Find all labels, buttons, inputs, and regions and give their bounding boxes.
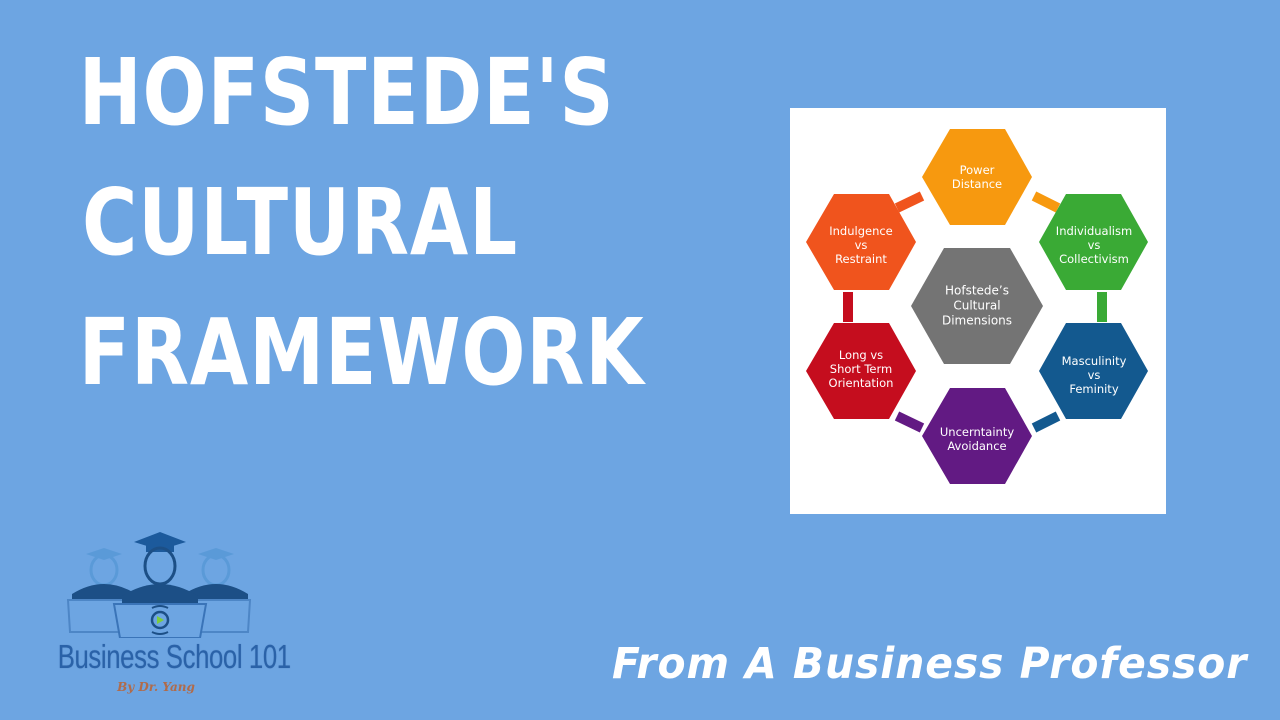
logo-byline: By Dr. Yang xyxy=(117,680,195,694)
video-title: HOFSTEDE'S CULTURAL FRAMEWORK xyxy=(78,28,645,418)
hexagon-masculinity xyxy=(1039,323,1148,419)
label-line: Restraint xyxy=(835,252,887,266)
connector-power-individualism xyxy=(1031,191,1061,213)
label-line: Collectivism xyxy=(1059,252,1129,266)
power-distance-label: Power Distance xyxy=(952,163,1002,191)
connector-indulgence-power xyxy=(894,191,925,213)
center-label-line: Hofstede’s xyxy=(944,283,1009,298)
label-line: vs xyxy=(854,238,868,252)
center-student-icon xyxy=(122,532,198,604)
center-label-line: Cultural xyxy=(953,298,1001,313)
business-school-logo xyxy=(28,528,288,703)
label-line: Orientation xyxy=(828,376,894,390)
hofstede-dimensions-diagram: Hofstede’s Cultural Dimensions Power Dis… xyxy=(790,108,1166,514)
label-line: Distance xyxy=(951,177,1003,191)
center-label-line: Dimensions xyxy=(941,313,1013,328)
label-line: Uncerntainty xyxy=(939,425,1015,439)
students-graduation-laptop-icon xyxy=(66,532,252,639)
hexagon-uncertainty xyxy=(922,388,1032,484)
left-student-icon xyxy=(86,548,122,587)
label-line: vs xyxy=(1087,238,1101,252)
hexagon-diagram-graphic xyxy=(806,129,1148,484)
masculinity-label: Masculinity vs Feminity xyxy=(1062,354,1127,396)
label-line: Long vs xyxy=(838,348,884,362)
hexagon-individualism xyxy=(1039,194,1148,290)
label-line: Masculinity xyxy=(1061,354,1127,368)
label-line: Indulgence xyxy=(829,224,893,238)
title-line-2: CULTURAL xyxy=(81,169,519,276)
individualism-label: Individualism vs Collectivism xyxy=(1056,224,1132,266)
hexagon-center xyxy=(911,248,1043,364)
uncertainty-label: Uncerntainty Avoidance xyxy=(940,425,1014,453)
label-line: Power xyxy=(959,163,995,177)
tagline: From A Business Professor xyxy=(612,639,1248,689)
label-line: Feminity xyxy=(1069,382,1119,396)
title-line-1: HOFSTEDE'S xyxy=(78,39,615,146)
label-line: Short Term xyxy=(829,362,893,376)
logo-brand-name: Business School 101 xyxy=(57,638,291,675)
right-student-icon xyxy=(198,548,234,587)
long-term-label: Long vs Short Term Orientation xyxy=(829,348,894,390)
label-line: vs xyxy=(1087,368,1101,382)
connector-uncertainty-longterm xyxy=(894,411,925,433)
indulgence-label: Indulgence vs Restraint xyxy=(829,224,893,266)
label-line: Individualism xyxy=(1055,224,1133,238)
hexagon-power-distance xyxy=(922,129,1032,225)
hexagon-long-term xyxy=(806,323,916,419)
connector-masculinity-uncertainty xyxy=(1031,411,1061,433)
label-line: Avoidance xyxy=(947,439,1007,453)
title-line-3: FRAMEWORK xyxy=(78,299,645,406)
center-label: Hofstede’s Cultural Dimensions xyxy=(942,284,1012,329)
hexagon-indulgence xyxy=(806,194,916,290)
play-icon xyxy=(157,616,164,624)
